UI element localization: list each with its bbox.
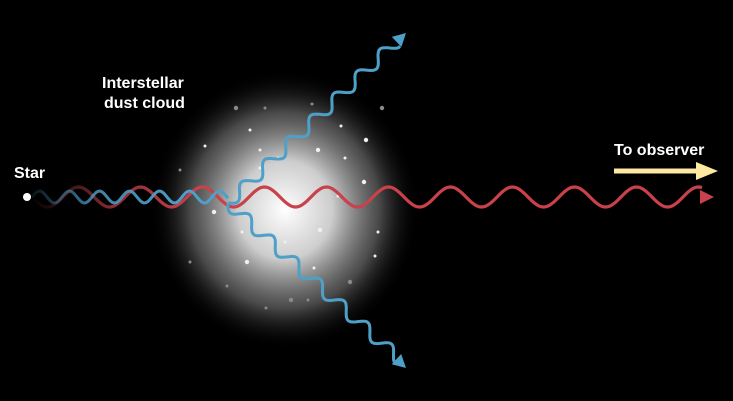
dust-speck	[233, 105, 239, 111]
dust-speck	[248, 128, 252, 132]
star-label: Star	[14, 165, 46, 182]
dust-speck	[317, 227, 323, 233]
dust-speck	[361, 179, 367, 185]
dust-speck	[363, 137, 369, 143]
dust-cloud	[150, 70, 420, 350]
blue-arrowhead-down-icon	[391, 354, 406, 368]
arrow-right-icon	[696, 162, 718, 180]
dust-cloud-label-line1: Interstellar	[102, 75, 184, 92]
dust-speck	[339, 124, 343, 128]
dust-speck	[306, 298, 310, 302]
observer-label: To observer	[614, 142, 705, 159]
dust-cloud-label: Interstellar dust cloud	[102, 74, 185, 114]
dust-cloud-label-line2: dust cloud	[104, 95, 185, 112]
dust-speck	[258, 166, 262, 170]
dust-speck	[178, 168, 182, 172]
blue-arrowhead-up-icon	[391, 33, 406, 47]
dust-speck	[312, 266, 316, 270]
dust-speck	[376, 230, 380, 234]
dust-speck	[379, 105, 385, 111]
dust-speck	[283, 240, 287, 244]
red-wave-transmitted	[207, 185, 703, 209]
dust-speck	[258, 148, 262, 152]
dust-speck	[264, 306, 268, 310]
dust-speck	[310, 102, 314, 106]
dust-speck	[263, 106, 267, 110]
dust-speck	[288, 297, 294, 303]
dust-speck	[225, 284, 229, 288]
dust-speck	[347, 279, 353, 285]
dust-speck	[211, 209, 217, 215]
blue-wave-scattered-down	[226, 202, 396, 363]
star-dot-icon	[23, 193, 31, 201]
blue-wave-scattered-up	[227, 45, 402, 205]
dust-speck	[188, 260, 192, 264]
dust-specks	[178, 102, 385, 310]
dust-speck	[244, 259, 250, 265]
dust-speck	[373, 254, 377, 258]
blue-wave-incoming	[30, 189, 230, 205]
dust-speck	[240, 230, 244, 234]
dust-speck	[203, 144, 207, 148]
dust-speck	[315, 147, 321, 153]
red-arrowhead-icon	[700, 190, 714, 204]
dust-speck	[343, 156, 347, 160]
